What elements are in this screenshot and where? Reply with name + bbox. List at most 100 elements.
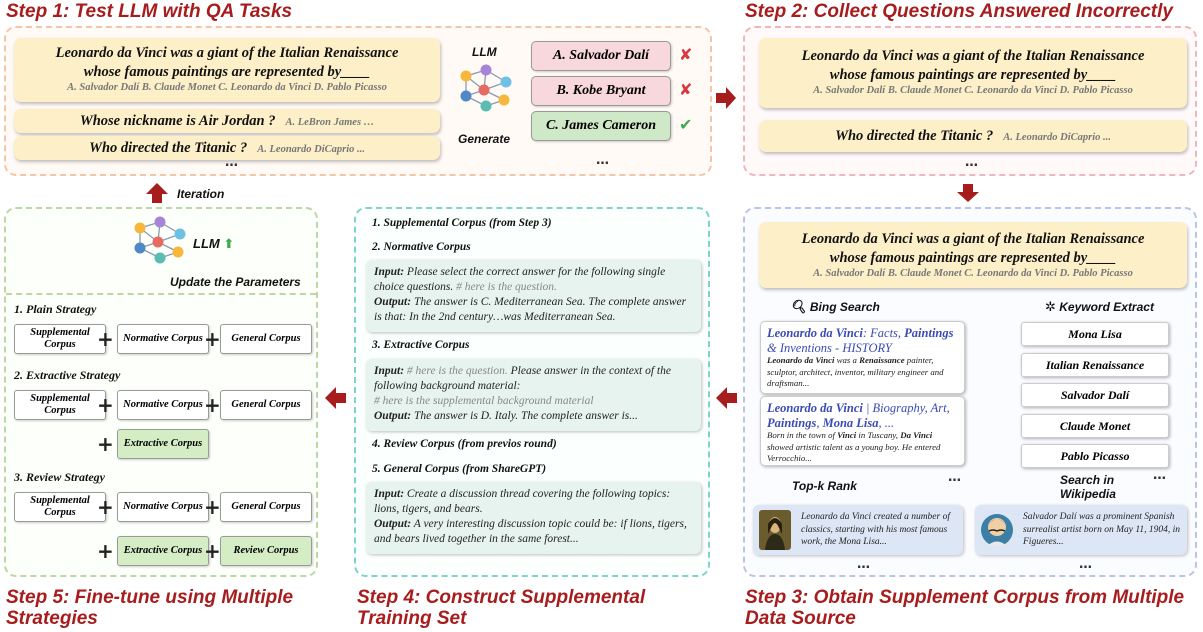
update-parameters-label: Update the Parameters (170, 275, 301, 289)
step1-question-1: Leonardo da Vinci was a giant of the Ita… (14, 38, 440, 102)
input-text: Create a discussion thread covering the … (374, 488, 671, 515)
keyword-chip: Claude Monet (1021, 414, 1169, 438)
general-corpus-block: General Corpus (220, 492, 312, 522)
highlighted-term: Paintings (767, 415, 817, 430)
mona-lisa-portrait-icon (759, 510, 791, 550)
output-text: The answer is C. Mediterranean Sea. The … (374, 296, 687, 323)
result-text: painter, sculptor, architect, inventor, … (767, 355, 944, 388)
keyword-extract-text: Keyword Extract (1059, 300, 1154, 314)
plus-icon: + (204, 393, 221, 417)
output-text: The answer is D. Italy. The complete ans… (413, 410, 638, 422)
keyword-chip: Mona Lisa (1021, 322, 1169, 346)
wiki-snippet-text: Leonardo da Vinci created a number of cl… (801, 512, 950, 547)
plus-icon: + (97, 327, 114, 351)
step1-question-3: Who directed the Titanic ? A. Leonardo D… (14, 136, 440, 160)
step3-question: Leonardo da Vinci was a giant of the Ita… (759, 222, 1187, 288)
answer-option-c: C. James Cameron (531, 111, 671, 141)
step1-question-2: Whose nickname is Air Jordan ? A. LeBron… (14, 109, 440, 133)
normative-corpus-block: Normative Corpus (117, 324, 209, 354)
result-text: : Facts, (862, 326, 905, 340)
step1-questions-more: … (225, 155, 238, 170)
wrong-mark-icon: ✘ (679, 45, 693, 64)
highlighted-term: Paintings (904, 326, 954, 340)
keywords-more: … (1153, 468, 1166, 483)
step4-title: Step 4: Construct Supplemental Training … (357, 587, 646, 629)
input-label: Input: (374, 488, 405, 500)
step4-heading-5: 5. General Corpus (from ShareGPT) (372, 463, 547, 475)
normative-corpus-example: Input: Please select the correct answer … (366, 260, 701, 332)
salvador-dali-portrait-icon (981, 514, 1013, 546)
arrow-step1-to-step2 (716, 87, 736, 109)
llm-text: LLM (193, 236, 220, 251)
input-placeholder: # here is the question. (406, 365, 508, 377)
normative-corpus-block: Normative Corpus (117, 390, 209, 420)
search-result-title[interactable]: Leonardo da Vinci: Facts, Paintings & In… (767, 326, 958, 355)
output-label: Output: (374, 518, 412, 530)
input-placeholder: # here is the question. (456, 281, 557, 293)
result-text: in Tuscany, (856, 430, 901, 440)
bing-search-label: 🔍︎ Bing Search (790, 299, 880, 315)
review-strategy-heading: 3. Review Strategy (14, 470, 105, 484)
keyword-chip: Italian Renaissance (1021, 353, 1169, 377)
question-text: Leonardo da Vinci was a giant of the Ita… (801, 231, 1145, 266)
search-result-2[interactable]: Leonardo da Vinci | Biography, Art, Pain… (760, 396, 965, 466)
question-text: Who directed the Titanic ? (89, 140, 248, 156)
generate-label: Generate (458, 132, 511, 146)
answer-option-b: B. Kobe Bryant (531, 76, 671, 106)
search-icon: 🔍︎ (790, 299, 807, 314)
highlighted-term: Da Vinci (900, 430, 933, 440)
output-text: A very interesting discussion topic coul… (374, 518, 687, 545)
result-text: , (816, 415, 823, 430)
wiki-snippet-more: … (857, 557, 870, 572)
supplemental-corpus-block: Supplemental Corpus (14, 390, 106, 420)
question-options: A. Salvador Dalí B. Claude Monet C. Leon… (67, 82, 387, 93)
input-text: Please answer in the context of the foll… (374, 365, 671, 392)
iteration-label: Iteration (177, 187, 225, 201)
step5-divider (6, 293, 316, 295)
wiki-snippet-2: Salvador Dalí was a prominent Spanish su… (975, 505, 1187, 555)
review-corpus-block: Review Corpus (220, 536, 312, 566)
keyword-chip: Salvador Dalí (1021, 383, 1169, 407)
normative-corpus-block: Normative Corpus (117, 492, 209, 522)
output-label: Output: (374, 296, 412, 308)
wiki-snippet-text: Salvador Dalí was a prominent Spanish su… (1023, 512, 1181, 547)
step1-answers-more: … (596, 153, 609, 168)
keyword-chip: Pablo Picasso (1021, 444, 1169, 468)
search-result-1[interactable]: Leonardo da Vinci: Facts, Paintings & In… (760, 321, 965, 394)
arrow-step3-to-step4 (716, 387, 737, 409)
search-result-snippet: Leonardo da Vinci was a Renaissance pain… (767, 355, 958, 390)
arrow-step2-to-step3 (957, 184, 979, 202)
extractive-corpus-example: Input: # here is the question. Please an… (366, 359, 701, 431)
output-label: Output: (374, 410, 412, 422)
wikipedia-label: Search in Wikipedia (1060, 473, 1116, 501)
step1-llm-label: LLM (472, 45, 497, 59)
question-text: Who directed the Titanic ? (835, 128, 994, 144)
extractive-corpus-block: Extractive Corpus (117, 536, 209, 566)
highlighted-term: Leonardo da Vinci (767, 401, 863, 415)
topk-rank-label: Top-k Rank (792, 479, 857, 493)
question-text: Leonardo da Vinci was a giant of the Ita… (55, 45, 399, 80)
result-text: | Biography, Art, (862, 401, 950, 415)
check-mark-icon: ✔ (679, 115, 693, 134)
question-options: A. Salvador Dalí B. Claude Monet C. Leon… (813, 268, 1133, 279)
extractive-corpus-block: Extractive Corpus (117, 429, 209, 459)
result-text: , ... (878, 415, 895, 430)
question-text: Whose nickname is Air Jordan ? (79, 113, 276, 129)
input-placeholder: # here is the supplemental background ma… (374, 395, 594, 407)
highlighted-term: Leonardo da Vinci (767, 355, 835, 365)
arrow-up-icon: ⬆ (223, 236, 235, 251)
wiki-snippet-more: … (1079, 557, 1092, 572)
wrong-mark-icon: ✘ (679, 80, 693, 99)
plus-icon: + (97, 432, 114, 456)
supplemental-corpus-block: Supplemental Corpus (14, 324, 106, 354)
input-label: Input: (374, 365, 405, 377)
search-result-title[interactable]: Leonardo da Vinci | Biography, Art, Pain… (767, 401, 958, 430)
step4-heading-4: 4. Review Corpus (from previos round) (372, 438, 557, 450)
step2-question-1: Leonardo da Vinci was a giant of the Ita… (759, 38, 1187, 108)
plus-icon: + (97, 495, 114, 519)
step4-heading-3: 3. Extractive Corpus (372, 339, 470, 351)
step4-heading-1: 1. Supplemental Corpus (from Step 3) (372, 217, 552, 229)
question-hint: A. Leonardo DiCaprio ... (257, 144, 365, 155)
supplemental-corpus-block: Supplemental Corpus (14, 492, 106, 522)
bing-search-text: Bing Search (809, 300, 880, 314)
